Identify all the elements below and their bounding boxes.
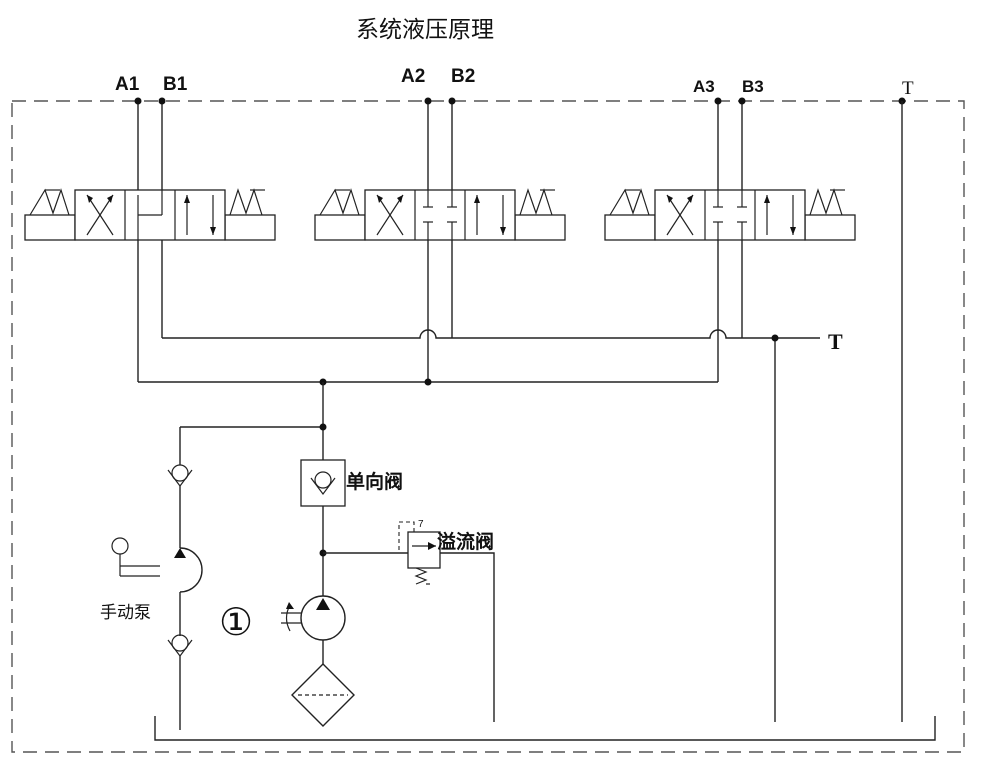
port-label-b3: B3 [742,77,764,96]
port-label-a1: A1 [115,74,140,95]
port-label-t-right: T [828,329,843,354]
port-label-b1: B1 [163,74,188,95]
return-gallery [161,240,820,722]
port-label-b2: B2 [451,66,476,87]
pressure-gallery [137,240,719,460]
check-valve-label: 单向阀 [346,471,404,493]
check-valve [300,459,346,507]
hand-pump-branch [111,427,203,730]
system-boundary [11,100,965,753]
work-port-lines [137,101,743,190]
relief-valve-mark: 7 [418,519,424,530]
relief-valve-label: 溢流阀 [437,531,495,553]
port-label-t-top: T [902,78,914,99]
filter [291,663,355,727]
directional-valve-3 [604,188,856,241]
main-pump [281,595,346,664]
diagram-title: 系统液压原理 [356,17,494,43]
port-label-a3: A3 [693,77,715,96]
pump-number-label: ① [219,600,254,644]
hand-pump-label: 手动泵 [100,603,151,623]
directional-valve-1 [24,188,276,241]
relief-valve [323,521,495,722]
port-junction-dots [134,97,906,105]
port-label-a2: A2 [401,66,426,87]
directional-valve-2 [314,188,566,241]
tank-line [154,716,936,741]
